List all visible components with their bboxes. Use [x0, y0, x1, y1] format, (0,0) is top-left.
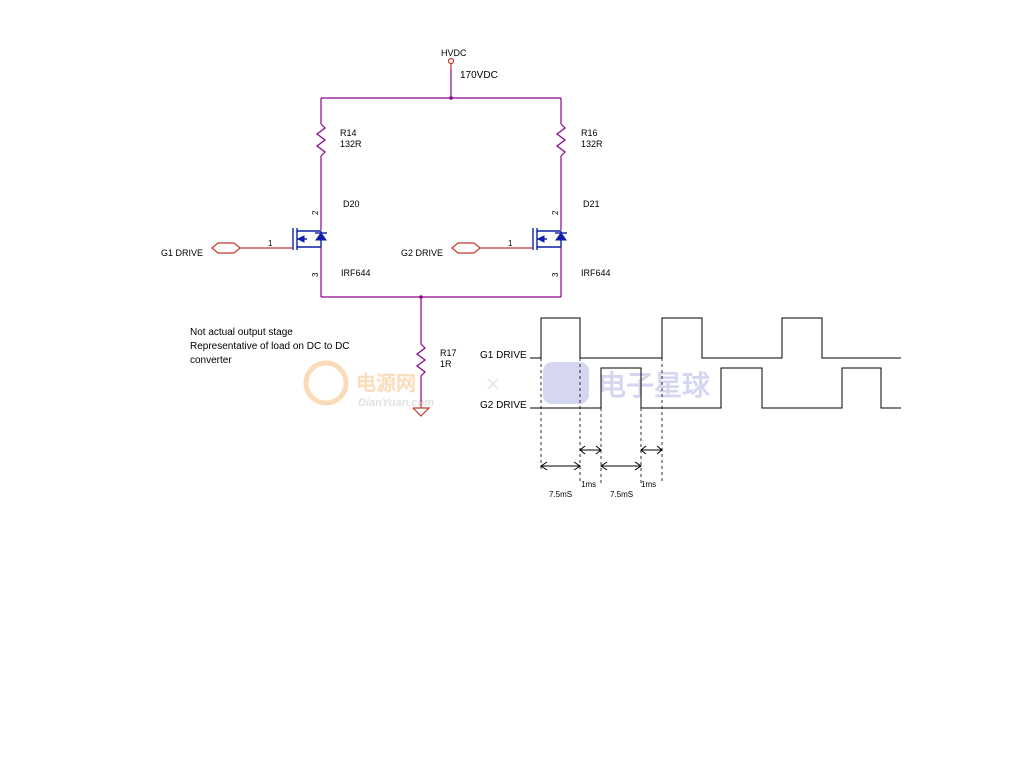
- interval-arrow-1: [540, 461, 581, 471]
- r17-ref: R17: [440, 348, 457, 358]
- r16-ref: R16: [581, 128, 598, 138]
- g1-drive-port-icon: [211, 242, 241, 254]
- note-line-1: Not actual output stage: [190, 327, 293, 338]
- interval-label-2: 1ms: [581, 480, 596, 489]
- watermark: 电源网 DianYuan.com × 电子星球: [303, 360, 711, 409]
- g2-drive-waveform: [530, 367, 901, 409]
- d20-pin-drain: 2: [311, 210, 320, 215]
- note: Not actual output stage Representative o…: [190, 327, 350, 366]
- resistor-r16-icon: [556, 123, 566, 157]
- watermark-left-url: DianYuan.com: [358, 397, 434, 409]
- left-branch: R14 132R D20 2 3 IRF644 1 G1 DRIVE: [161, 98, 371, 297]
- g2-drive-port-label: G2 DRIVE: [401, 248, 443, 258]
- watermark-right-brand: 电子星球: [598, 370, 711, 401]
- interval-arrow-3: [600, 461, 642, 471]
- d21-part: IRF644: [581, 268, 611, 278]
- robot-logo-icon: [543, 362, 589, 404]
- interval-label-3: 7.5mS: [610, 490, 633, 499]
- mosfet-d21-icon: [532, 228, 567, 250]
- interval-arrow-4: [640, 445, 663, 455]
- right-branch: R16 132R D21 2 3 IRF644 1 G2 DRIVE: [401, 98, 611, 297]
- ground-icon: [412, 407, 431, 417]
- d21-ref: D21: [583, 199, 600, 209]
- resistor-r14-icon: [316, 123, 326, 157]
- g1-drive-waveform: [530, 317, 901, 359]
- d20-ref: D20: [343, 199, 360, 209]
- g2-drive-signal-label: G2 DRIVE: [480, 400, 527, 411]
- d20-part: IRF644: [341, 268, 371, 278]
- g2-drive-port-icon: [451, 242, 481, 254]
- g1-drive-signal-label: G1 DRIVE: [480, 350, 527, 361]
- supply-terminal-icon: [447, 57, 455, 65]
- supply-name: HVDC: [441, 48, 467, 58]
- load-branch: R17 1R: [412, 297, 457, 417]
- resistor-r17-icon: [416, 343, 426, 377]
- r14-ref: R14: [340, 128, 357, 138]
- d21-pin-gate: 1: [508, 239, 513, 248]
- d20-pin-gate: 1: [268, 239, 273, 248]
- r17-value: 1R: [440, 359, 452, 369]
- note-line-3: converter: [190, 355, 232, 366]
- watermark-left-brand: 电源网: [356, 372, 416, 395]
- interval-arrow-2: [579, 445, 602, 455]
- r14-value: 132R: [340, 139, 362, 149]
- note-line-2: Representative of load on DC to DC: [190, 341, 350, 352]
- dianyuan-logo-icon: [303, 360, 349, 406]
- supply-hvdc: HVDC 170VDC: [441, 48, 498, 100]
- r16-value: 132R: [581, 139, 603, 149]
- d20-pin-source: 3: [311, 272, 320, 277]
- d21-pin-drain: 2: [551, 210, 560, 215]
- interval-label-1: 7.5mS: [549, 490, 572, 499]
- interval-label-4: 1ms: [641, 480, 656, 489]
- supply-voltage: 170VDC: [460, 70, 498, 81]
- timing-diagram: G1 DRIVE G2 DRIVE 7: [480, 317, 901, 499]
- d21-pin-source: 3: [551, 272, 560, 277]
- g1-drive-port-label: G1 DRIVE: [161, 248, 203, 258]
- mosfet-d20-icon: [292, 228, 327, 250]
- watermark-separator: ×: [486, 371, 500, 398]
